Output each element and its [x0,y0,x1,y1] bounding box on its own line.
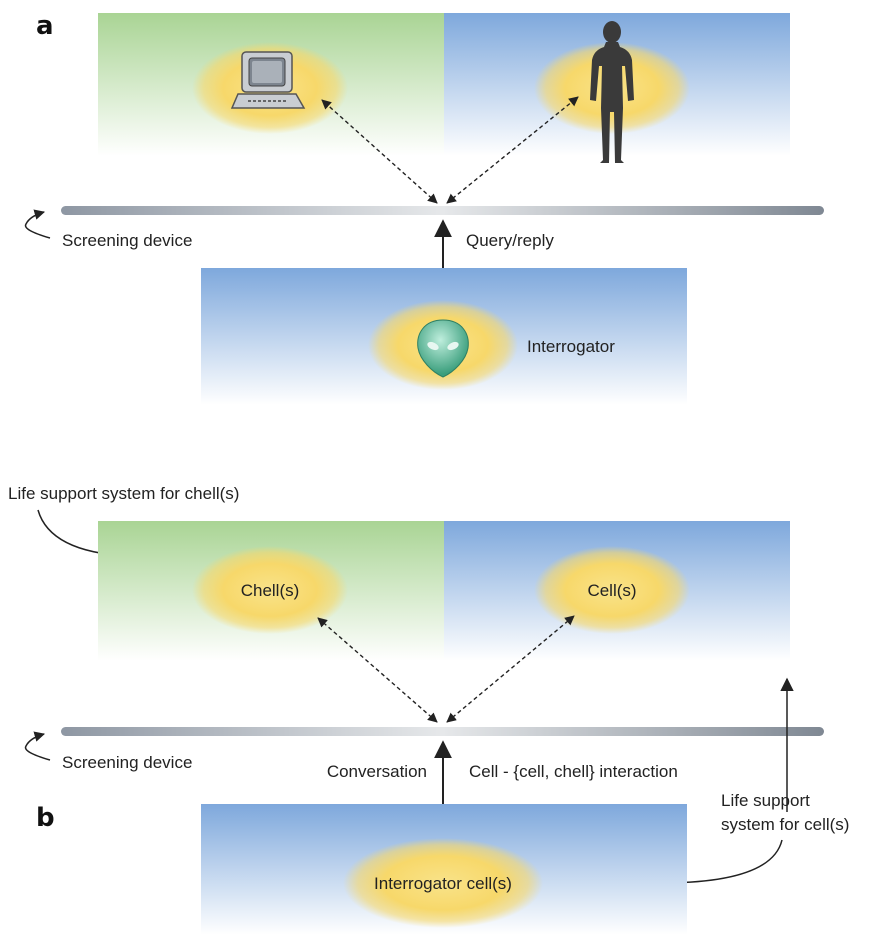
dashed-arrow-chells [317,617,438,723]
life-support-chells-label: Life support system for chell(s) [8,484,239,503]
panel-a-letter: a [36,11,54,41]
interrogator-cells-glow [343,838,543,928]
screening-device-bar-b [61,727,824,736]
life-support-cells-label-line1: Life support [721,791,810,810]
screening-device-label-b: Screening device [62,753,192,772]
cells-label: Cell(s) [587,581,636,600]
interaction-label: Cell - {cell, chell} interaction [469,762,678,781]
interrogator-label: Interrogator [527,337,615,356]
chells-glow [192,546,348,634]
screening-device-label: Screening device [62,231,192,250]
human-silhouette-icon [590,21,634,163]
cells-glow [534,546,690,634]
life-support-cells-curved-arrow [664,839,783,890]
life-support-cells-label-line2: system for cell(s) [721,815,849,834]
dashed-arrow-machine [321,99,438,204]
panel-b: Life support system for chell(s) Chell(s… [8,484,849,935]
chells-label: Chell(s) [241,581,300,600]
screening-curved-arrow-b [24,731,51,761]
query-reply-label: Query/reply [466,231,554,250]
dashed-arrow-human [446,96,579,204]
alien-head-icon [417,319,469,378]
panel-b-letter: b [36,803,55,833]
computer-icon [230,51,306,109]
screening-device-bar [61,206,824,215]
interrogator-cells-label: Interrogator cell(s) [374,874,512,893]
conversation-label: Conversation [327,762,427,781]
panel-a: a Screening device Query/reply [24,11,824,405]
screening-curved-arrow [24,209,51,239]
